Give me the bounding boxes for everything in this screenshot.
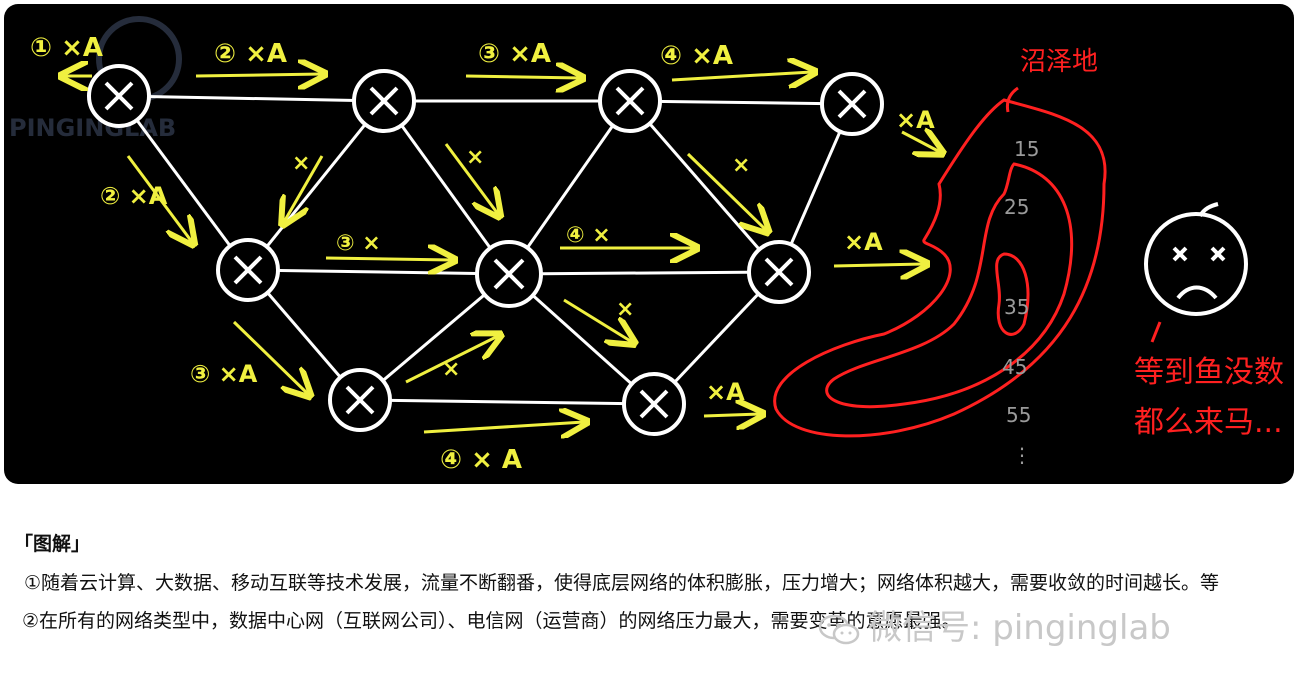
label-12: ×A <box>844 228 883 256</box>
flow-arrows <box>64 72 940 432</box>
label-4: ④ ×A <box>660 41 733 71</box>
link <box>117 95 250 271</box>
link <box>628 100 781 273</box>
link <box>507 100 632 275</box>
watermark-text: 微信号: pinginglab <box>868 608 1171 648</box>
label-17: ④ × A <box>440 445 522 475</box>
diagram-canvas: PINGINGLAB <box>9 16 1284 475</box>
face-caption: 等到鱼没数 都么来马... <box>1134 355 1284 440</box>
label-9: × <box>732 153 750 178</box>
depth-mark: ⋮ <box>1012 443 1032 467</box>
label-8: × <box>466 145 484 170</box>
swamp-label: 沼泽地 <box>1020 47 1098 77</box>
caption-block: 「图解」 ①随着云计算、大数据、移动互联等技术发展，流量不断翻番，使得底层网络的… <box>14 534 1284 641</box>
depth-mark: 35 <box>1004 295 1029 319</box>
sad-face-icon <box>1144 202 1248 316</box>
link <box>508 270 780 276</box>
face-caption-line: 都么来马... <box>1134 405 1283 440</box>
depth-marks: 15 25 35 45 55 ⋮ <box>1002 137 1039 467</box>
link <box>382 100 511 275</box>
label-16: ×A <box>706 378 745 406</box>
link <box>247 268 510 276</box>
label-7: × <box>292 151 310 176</box>
node-7 <box>747 240 811 304</box>
face-pointer-arrow <box>1150 321 1162 343</box>
node-3 <box>598 69 662 133</box>
depth-mark: 45 <box>1002 355 1027 379</box>
node-9 <box>622 372 686 436</box>
label-11: ④ × <box>566 223 611 248</box>
node-6 <box>475 240 543 308</box>
node-2 <box>352 69 416 133</box>
link <box>118 94 385 103</box>
node-8 <box>328 368 392 432</box>
link-labels: ① ×A ② ×A ③ ×A ④ ×A ×A ② ×A × × × ③ × ④ … <box>30 33 935 475</box>
depth-mark: 15 <box>1014 137 1039 161</box>
swamp-drawing <box>773 98 1107 438</box>
swamp-pointer-arrow <box>1005 86 1019 113</box>
label-6: ② ×A <box>100 182 168 210</box>
depth-mark: 25 <box>1004 195 1029 219</box>
label-13: ③ ×A <box>190 360 258 388</box>
label-10: ③ × <box>336 231 381 256</box>
link <box>359 398 655 406</box>
label-2: ② ×A <box>214 39 287 69</box>
label-15: × <box>616 297 634 322</box>
link <box>246 100 386 271</box>
caption-title: 「图解」 <box>14 533 91 555</box>
depth-mark: 55 <box>1006 403 1031 427</box>
network-diagram: PINGINGLAB <box>4 4 1294 484</box>
node-5 <box>216 238 280 302</box>
network-nodes <box>87 64 884 436</box>
caption-paragraph-1: ①随着云计算、大数据、移动互联等技术发展，流量不断翻番，使得底层网络的体积膨胀，… <box>24 571 1220 594</box>
label-14: × <box>442 357 460 382</box>
link <box>629 99 853 106</box>
node-4 <box>820 72 884 136</box>
wechat-watermark: 微信号: pinginglab <box>818 600 1171 649</box>
node-1 <box>87 64 151 128</box>
face-caption-line: 等到鱼没数 <box>1134 355 1284 390</box>
wechat-icon <box>818 614 860 644</box>
label-1a: ① ×A <box>30 33 103 63</box>
label-5: ×A <box>896 106 935 134</box>
caption-paragraph-2: ②在所有的网络类型中，数据中心网（互联网公司）、电信网（运营商）的网络压力最大，… <box>22 609 961 632</box>
label-3: ③ ×A <box>478 39 551 69</box>
